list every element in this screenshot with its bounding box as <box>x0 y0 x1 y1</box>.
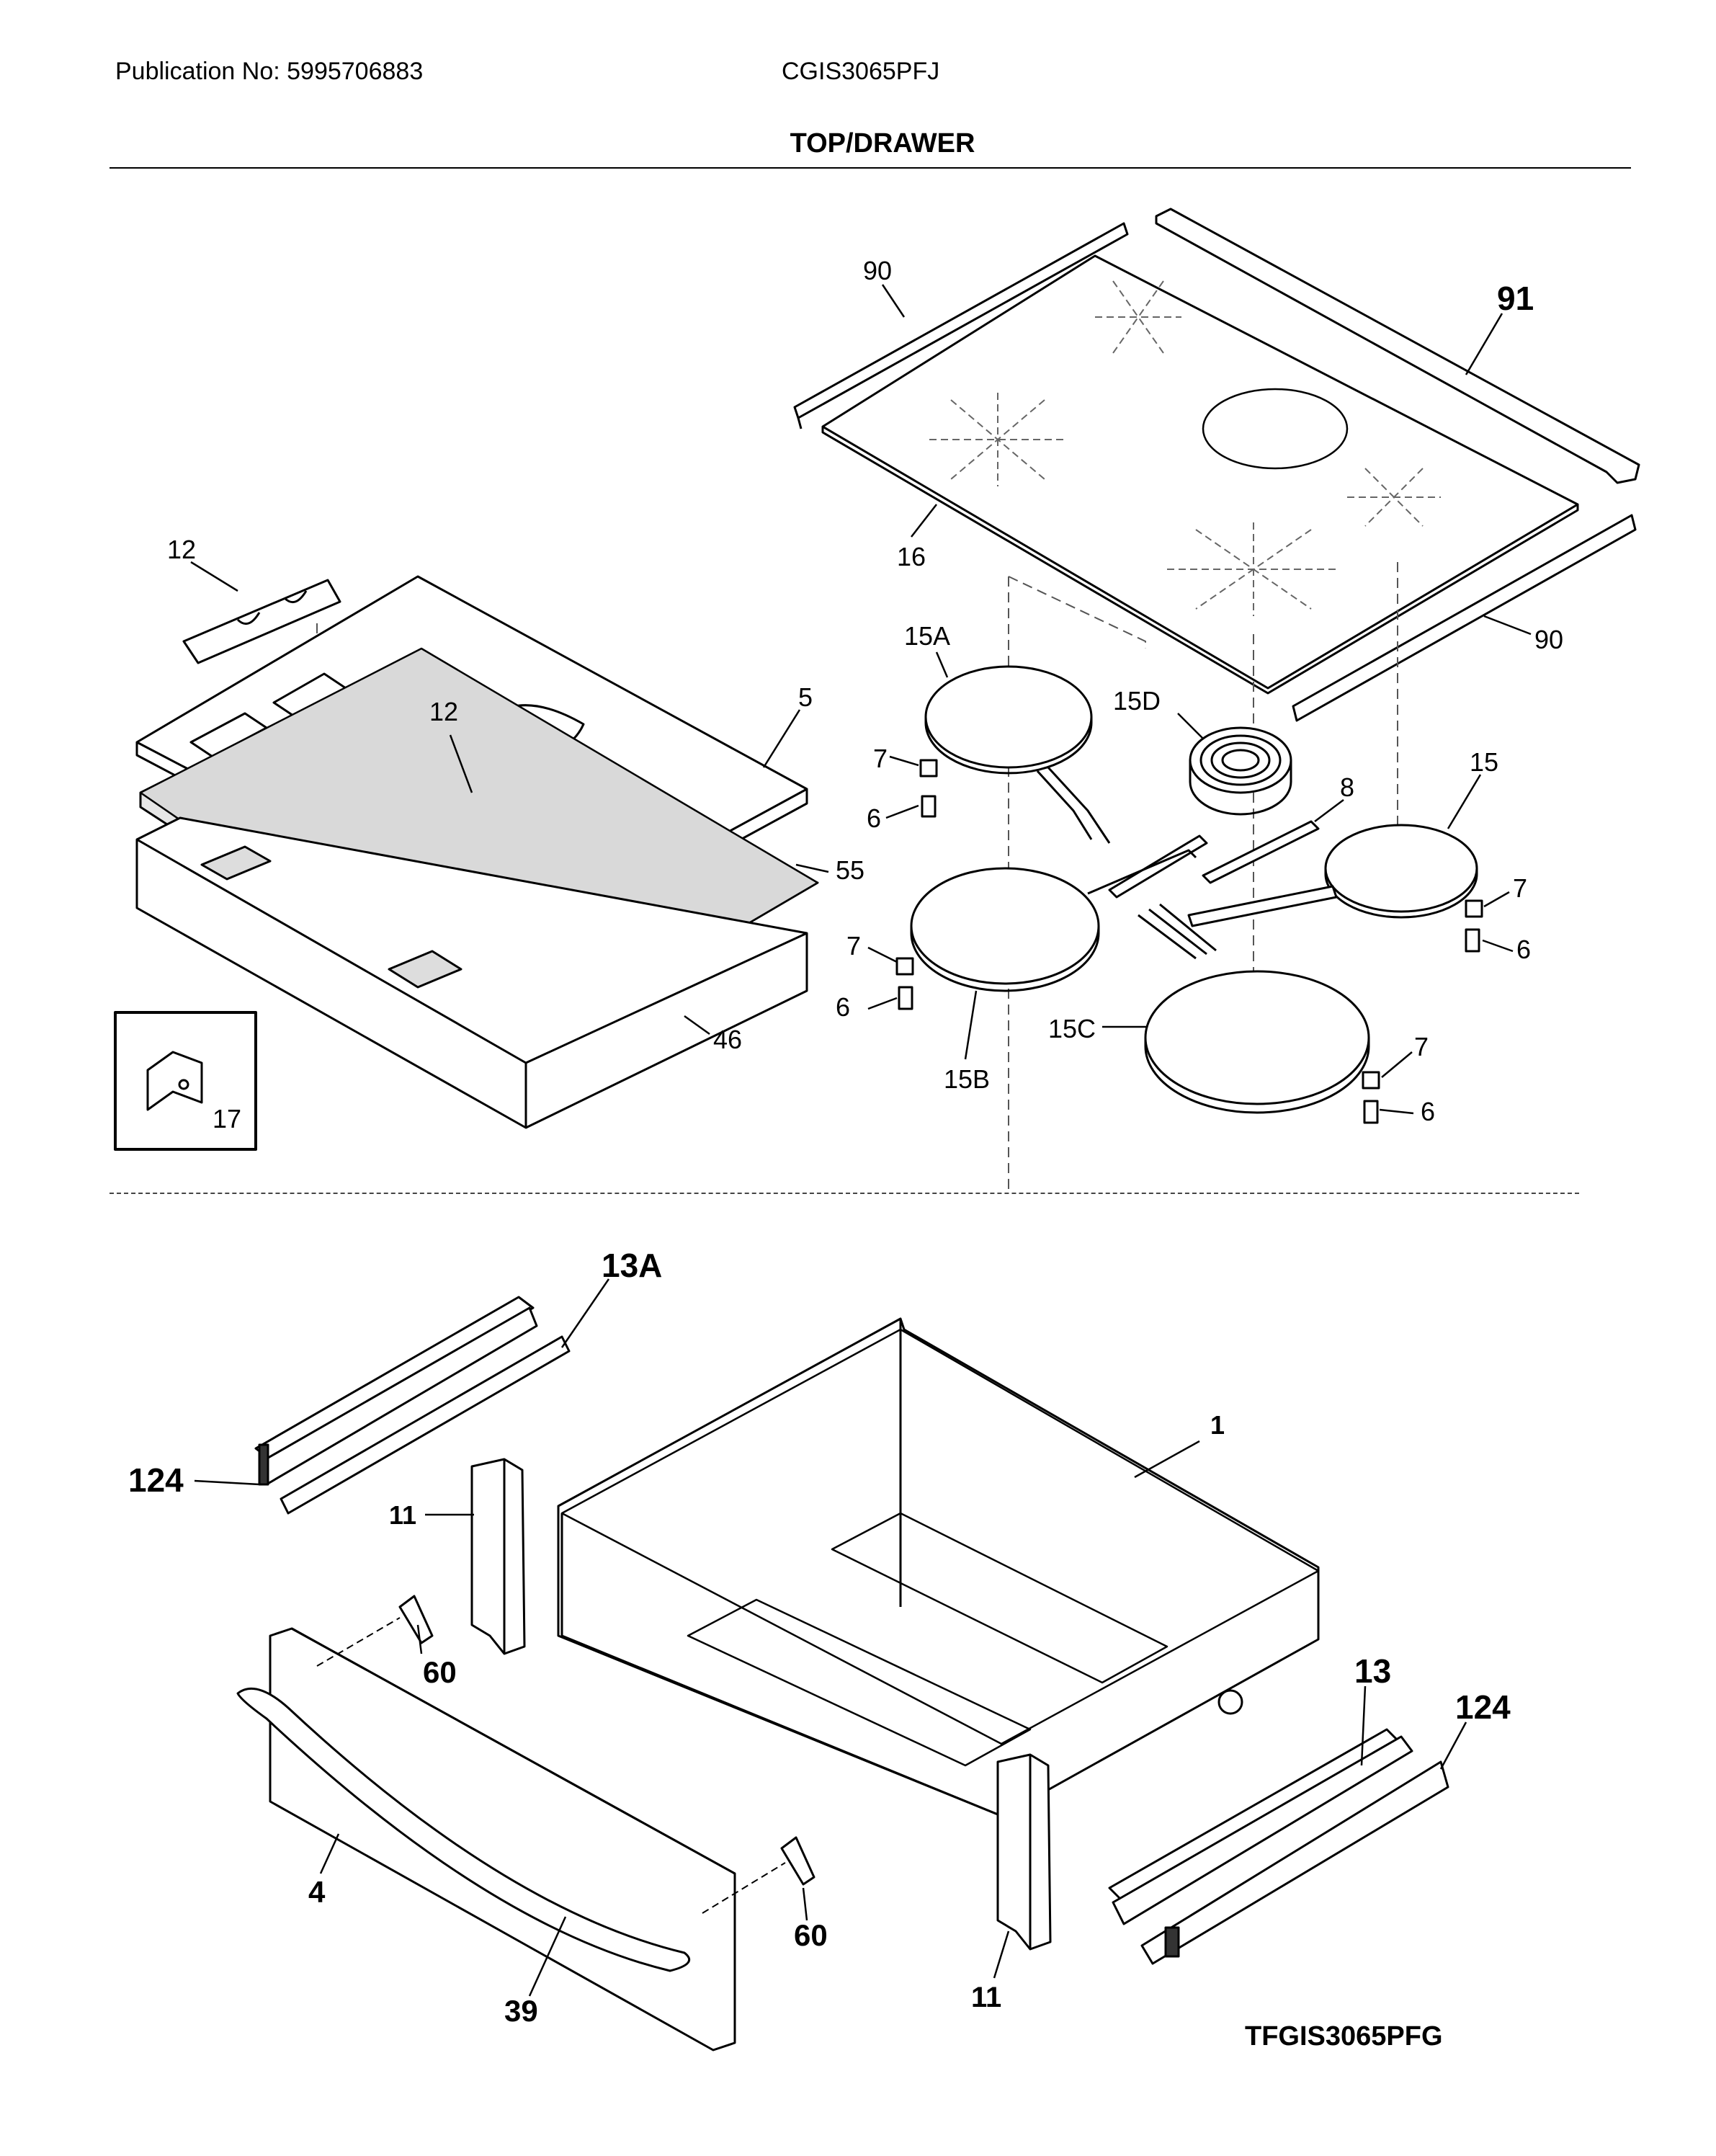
callout-7-a: 7 <box>873 744 888 773</box>
callout-8: 8 <box>1340 772 1354 802</box>
callout-46: 46 <box>713 1025 742 1054</box>
burner-box <box>135 816 808 1129</box>
callout-39: 39 <box>504 1994 538 2028</box>
callout-124-left: 124 <box>128 1461 184 1499</box>
section-title: TOP/DRAWER <box>790 128 975 159</box>
callout-15A: 15A <box>904 621 950 651</box>
wire-8 <box>1108 820 1320 899</box>
header-rule <box>110 167 1631 169</box>
rail-bracket-11-left <box>470 1458 526 1655</box>
callout-11-right: 11 <box>971 1982 1001 2013</box>
callout-15B: 15B <box>944 1064 990 1094</box>
drawer-front <box>236 1627 736 2052</box>
element-15A <box>924 665 1111 844</box>
callout-1: 1 <box>1210 1410 1225 1440</box>
element-15 <box>1187 824 1478 927</box>
callout-16: 16 <box>897 542 926 571</box>
side-trim-right <box>1292 514 1637 722</box>
slide-13A <box>254 1296 571 1515</box>
slide-13 <box>1108 1728 1449 1965</box>
callout-15D: 15D <box>1113 686 1161 716</box>
publication-number: Publication No: 5995706883 <box>115 58 424 85</box>
model-number: CGIS3065PFJ <box>782 58 940 85</box>
callout-4: 4 <box>308 1875 326 1909</box>
callout-7-c: 7 <box>846 931 861 961</box>
element-15C <box>1138 903 1370 1114</box>
callout-90-right: 90 <box>1534 625 1563 654</box>
callout-55: 55 <box>836 855 864 885</box>
callout-5: 5 <box>798 682 813 712</box>
rear-trim <box>1155 208 1640 484</box>
callout-12-lower: 12 <box>429 697 458 726</box>
callout-90-left: 90 <box>863 256 892 285</box>
callout-6-b: 6 <box>1516 935 1531 964</box>
callout-6-d: 6 <box>1421 1097 1435 1126</box>
element-15B <box>910 849 1197 992</box>
rail-bracket-11-right <box>996 1753 1052 1951</box>
callout-7-d: 7 <box>1414 1032 1429 1061</box>
screws-60 <box>316 1595 815 1914</box>
callout-11-left: 11 <box>389 1500 416 1530</box>
callout-91: 91 <box>1497 280 1534 317</box>
element-15D <box>1189 726 1292 816</box>
callout-15: 15 <box>1470 747 1498 777</box>
callout-13A: 13A <box>602 1247 662 1284</box>
side-trim-left <box>793 222 1129 429</box>
callout-60-right: 60 <box>794 1918 828 1952</box>
callout-6-a: 6 <box>867 803 881 833</box>
callout-12-upper: 12 <box>167 535 196 564</box>
callout-60-left: 60 <box>423 1655 457 1689</box>
glass-cooktop <box>821 254 1579 695</box>
clips-and-screws <box>895 759 1483 1124</box>
callout-124-right: 124 <box>1455 1688 1511 1726</box>
callout-6-c: 6 <box>836 992 850 1022</box>
callout-17: 17 <box>213 1104 241 1133</box>
drawer-body <box>557 1317 1320 1817</box>
section-divider <box>110 1193 1579 1194</box>
inset-frame-17 <box>114 1011 257 1151</box>
bracket-12-upper <box>182 579 341 664</box>
callout-15C: 15C <box>1048 1014 1096 1043</box>
callout-7-b: 7 <box>1513 873 1527 903</box>
diagram-code: TFGIS3065PFG <box>1245 2021 1443 2052</box>
callout-13: 13 <box>1354 1652 1391 1690</box>
